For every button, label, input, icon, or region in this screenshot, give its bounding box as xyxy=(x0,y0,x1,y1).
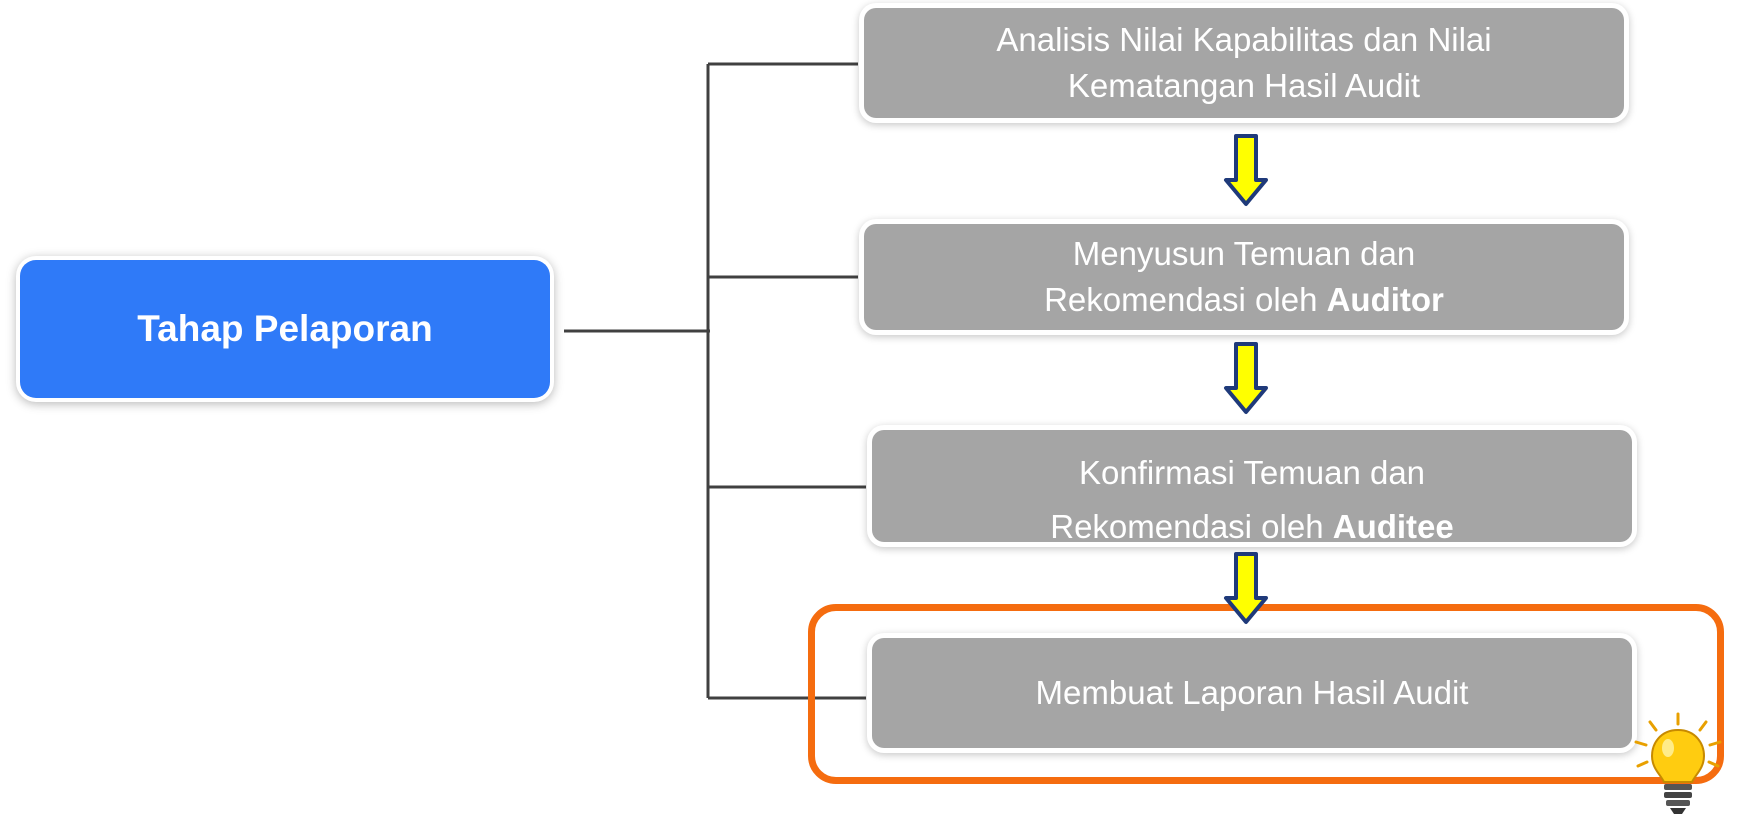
step-2-line-2: Rekomendasi oleh Auditor xyxy=(1044,277,1444,323)
step-menyusun-temuan: Menyusun Temuan dan Rekomendasi oleh Aud… xyxy=(864,224,1624,330)
step-analisis-nilai: Analisis Nilai Kapabilitas dan Nilai Kem… xyxy=(864,8,1624,118)
down-arrow-icon xyxy=(1224,134,1268,206)
step-konfirmasi-temuan: Konfirmasi Temuan dan Rekomendasi oleh A… xyxy=(872,430,1632,545)
step-2-line-1: Menyusun Temuan dan xyxy=(1072,235,1416,272)
step-3-line-2-bold: Auditee xyxy=(1332,508,1454,545)
step-3-line-1: Konfirmasi Temuan dan xyxy=(1078,454,1426,491)
highlight-frame xyxy=(808,604,1724,784)
step-membuat-laporan: Membuat Laporan Hasil Audit xyxy=(872,638,1632,748)
step-1-line-2: Kematangan Hasil Audit xyxy=(1067,67,1421,104)
step-1-line-1: Analisis Nilai Kapabilitas dan Nilai xyxy=(996,21,1492,58)
lightbulb-icon xyxy=(1634,712,1722,814)
root-node-label: Tahap Pelaporan xyxy=(137,308,433,349)
down-arrow-icon xyxy=(1224,342,1268,414)
step-2-line-2-text: Rekomendasi oleh xyxy=(1044,281,1327,318)
root-node-tahap-pelaporan: Tahap Pelaporan xyxy=(20,260,550,398)
down-arrow-icon xyxy=(1224,552,1268,624)
step-4-line-1: Membuat Laporan Hasil Audit xyxy=(1035,674,1469,711)
step-3-line-2-text: Rekomendasi oleh xyxy=(1050,508,1333,545)
step-3-line-2: Rekomendasi oleh Auditee xyxy=(872,504,1632,550)
step-2-line-2-bold: Auditor xyxy=(1326,281,1444,318)
